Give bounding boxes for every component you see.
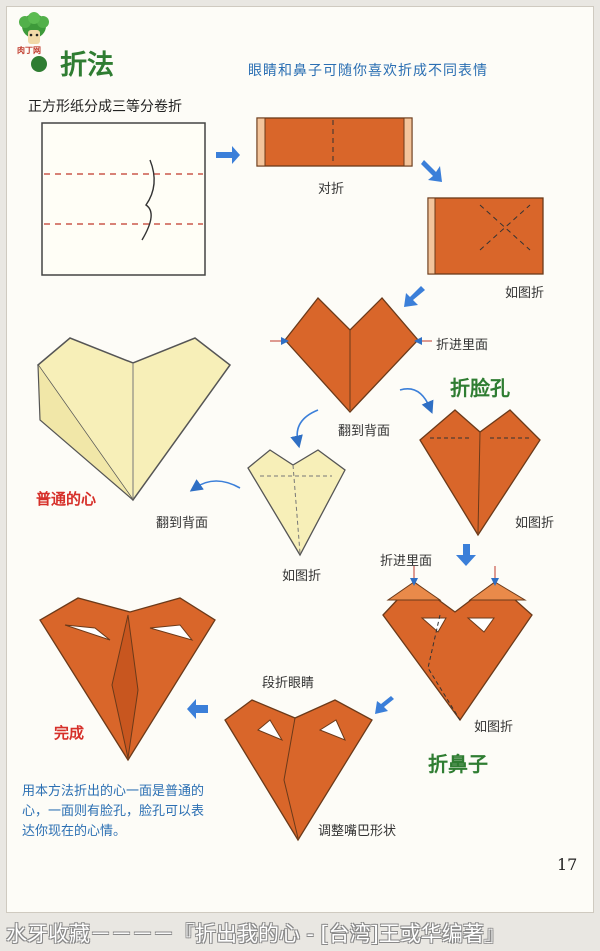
heading-nose: 折鼻子: [428, 752, 488, 776]
step-1-caption: 对折: [318, 182, 345, 197]
heart-step6: [247, 449, 346, 557]
arrow-4: [456, 544, 476, 566]
footer-bar: 水牙收藏－－－－『折出我的心 - [台湾]王或华编著』: [0, 914, 600, 951]
section-title: 折法: [60, 50, 114, 81]
broccoli-icon: [19, 12, 49, 44]
step-8-caption: 折进里面: [380, 554, 433, 569]
step-6-caption: 翻到背面: [156, 516, 209, 531]
arrow-6: [187, 699, 208, 719]
arrow-2: [421, 160, 442, 182]
arrow-3: [404, 286, 425, 307]
footer-caption: 水牙收藏－－－－『折出我的心 - [台湾]王或华编著』: [6, 922, 505, 946]
bottom-note: 用本方法折出的心一面是普通的心，一面则有脸孔，脸孔可以表达你现在的心情。: [22, 784, 205, 839]
square-paper: [41, 122, 206, 276]
page-number: 17: [557, 855, 578, 874]
logo-text: 肉丁网: [17, 46, 41, 55]
result-done: 完成: [54, 724, 85, 742]
arrow-1: [216, 146, 240, 164]
step-7-caption: 如图折: [282, 569, 322, 584]
heart-step8: [382, 566, 533, 722]
step-4-caption: 翻到背面: [338, 424, 391, 439]
heading-face-holes: 折脸孔: [450, 376, 510, 400]
rolled-strip: [256, 117, 413, 167]
folded-strip: [427, 197, 544, 275]
step-9-caption: 如图折: [474, 720, 514, 735]
plain-heart: [36, 337, 232, 502]
step-3-caption: 折进里面: [436, 338, 489, 353]
result-plain-heart: 普通的心: [36, 490, 97, 508]
finished-heart: [39, 597, 216, 762]
step-0-caption: 正方形纸分成三等分卷折: [28, 99, 182, 115]
arrow-5: [375, 696, 394, 714]
heart-step4: [419, 409, 541, 537]
heart-step3: [270, 297, 432, 413]
step-2-caption: 如图折: [505, 286, 545, 301]
top-note: 眼睛和鼻子可随你喜欢折成不同表情: [248, 63, 488, 79]
step-10-caption: 段折眼睛: [262, 676, 315, 691]
step-11-caption: 调整嘴巴形状: [318, 824, 397, 839]
bullet-dot: [31, 56, 47, 72]
step-5-caption: 如图折: [515, 516, 555, 531]
heart-step10: [224, 699, 373, 842]
